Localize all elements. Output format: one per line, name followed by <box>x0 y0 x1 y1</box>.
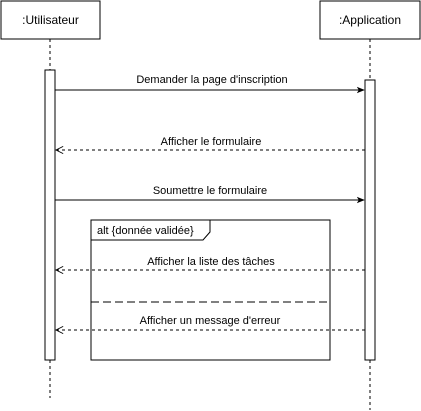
message-label: Afficher un message d'erreur <box>140 315 281 327</box>
message-show-task-list: Afficher la liste des tâches <box>56 256 365 270</box>
message-label: Soumettre le formulaire <box>153 185 267 197</box>
message-label: Demander la page d'inscription <box>136 74 287 86</box>
activation-bar <box>364 79 376 361</box>
message-submit-form: Soumettre le formulaire <box>55 185 365 204</box>
fragment-guard: alt {donnée validée} <box>97 225 194 237</box>
alt-fragment: alt {donnée validée} <box>90 219 331 361</box>
participant-utilisateur: :Utilisateur <box>0 0 101 398</box>
activation-bar <box>44 69 56 361</box>
message-show-form: Afficher le formulaire <box>56 136 365 150</box>
message-show-error: Afficher un message d'erreur <box>56 315 365 330</box>
participant-label: :Application <box>339 13 401 27</box>
participant-application: :Application <box>319 0 421 410</box>
fragment-label-tab <box>90 219 211 241</box>
message-label: Afficher le formulaire <box>161 136 262 148</box>
participant-box <box>319 0 421 40</box>
participant-box <box>0 0 101 40</box>
fragment-frame <box>90 219 331 361</box>
participant-label: :Utilisateur <box>22 13 79 27</box>
message-label: Afficher la liste des tâches <box>147 256 275 268</box>
message-request-signup-page: Demander la page d'inscription <box>55 74 365 94</box>
